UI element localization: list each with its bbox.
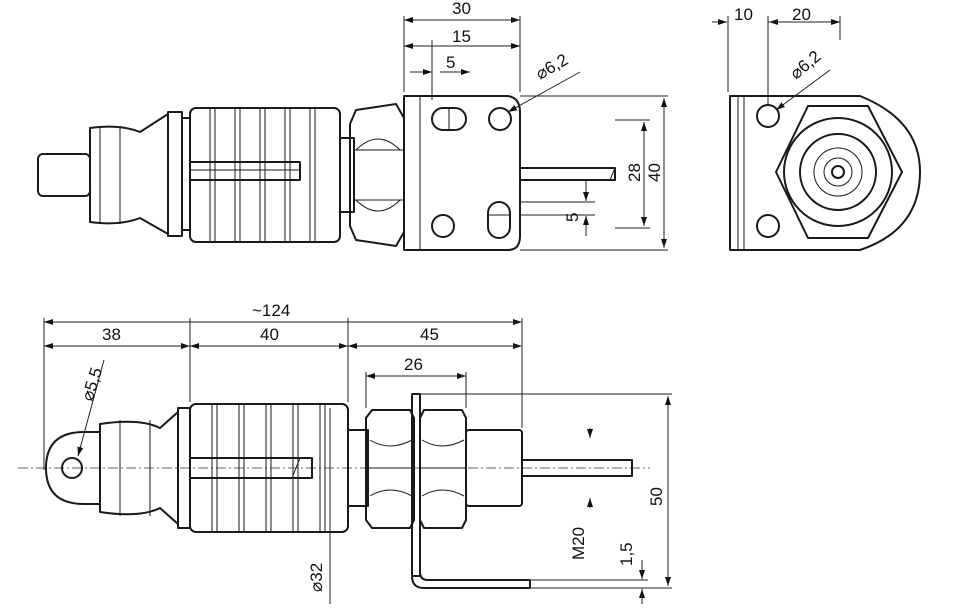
front-hex-nut-right	[419, 409, 467, 529]
front-connector-wire	[521, 459, 633, 477]
front-view-dimensions	[43, 318, 672, 604]
hole-bottom-left	[431, 214, 455, 238]
top-view-dimensions	[403, 16, 668, 251]
dim-dia62-top-label: ⌀6,2	[533, 50, 572, 83]
dim-45-label: 45	[420, 325, 439, 344]
grip-collar	[167, 111, 183, 237]
side-hole-top	[756, 104, 780, 128]
side-hole-bottom	[756, 214, 780, 238]
slotted-hole-bottom	[487, 201, 511, 239]
dim-40-label: 40	[645, 163, 664, 182]
dim-5-vertical-label: 5	[563, 213, 582, 222]
hex-nut	[349, 103, 405, 247]
tapered-body	[89, 113, 169, 235]
top-view	[37, 95, 616, 251]
dim-10-label: 10	[734, 5, 753, 24]
dim-dia62-side-label: ⌀6,2	[786, 47, 824, 83]
bracket-plate	[403, 95, 521, 251]
eyelet	[45, 431, 101, 505]
side-view	[729, 95, 921, 251]
dim-15-label: 15	[452, 27, 471, 46]
sleeve-ribs	[209, 108, 316, 242]
dim-15-thickness-label: 1,5	[617, 542, 636, 566]
connector-wire	[519, 167, 616, 181]
hole-top-right	[488, 107, 512, 131]
front-sleeve-slot	[190, 457, 313, 479]
dim-28-label: 28	[625, 163, 644, 182]
front-view	[18, 393, 650, 589]
front-sleeve-ribs	[211, 404, 326, 532]
sleeve-slot	[190, 161, 301, 181]
dim-m20-label: M20	[569, 527, 588, 560]
dim-38-label: 38	[102, 325, 121, 344]
dim-124-label: ~124	[252, 301, 290, 320]
dim-30-label: 30	[452, 0, 471, 18]
plunger-tip	[37, 153, 91, 197]
dim-50-label: 50	[647, 487, 666, 506]
dim-26-label: 26	[404, 355, 423, 374]
side-view-dimensions	[712, 16, 841, 111]
side-hex-nut	[775, 105, 903, 239]
dim-dia32-label: ⌀32	[307, 563, 326, 592]
dim-5-label: 5	[446, 53, 455, 72]
dim-dia55-label: ⌀5,5	[78, 365, 107, 403]
side-bracket	[729, 95, 921, 251]
front-hex-nut-left	[365, 409, 415, 529]
dim-20-label: 20	[792, 5, 811, 24]
front-bracket-foot	[411, 571, 531, 589]
dim-40-length-label: 40	[260, 325, 279, 344]
eyelet-hole	[61, 457, 83, 479]
